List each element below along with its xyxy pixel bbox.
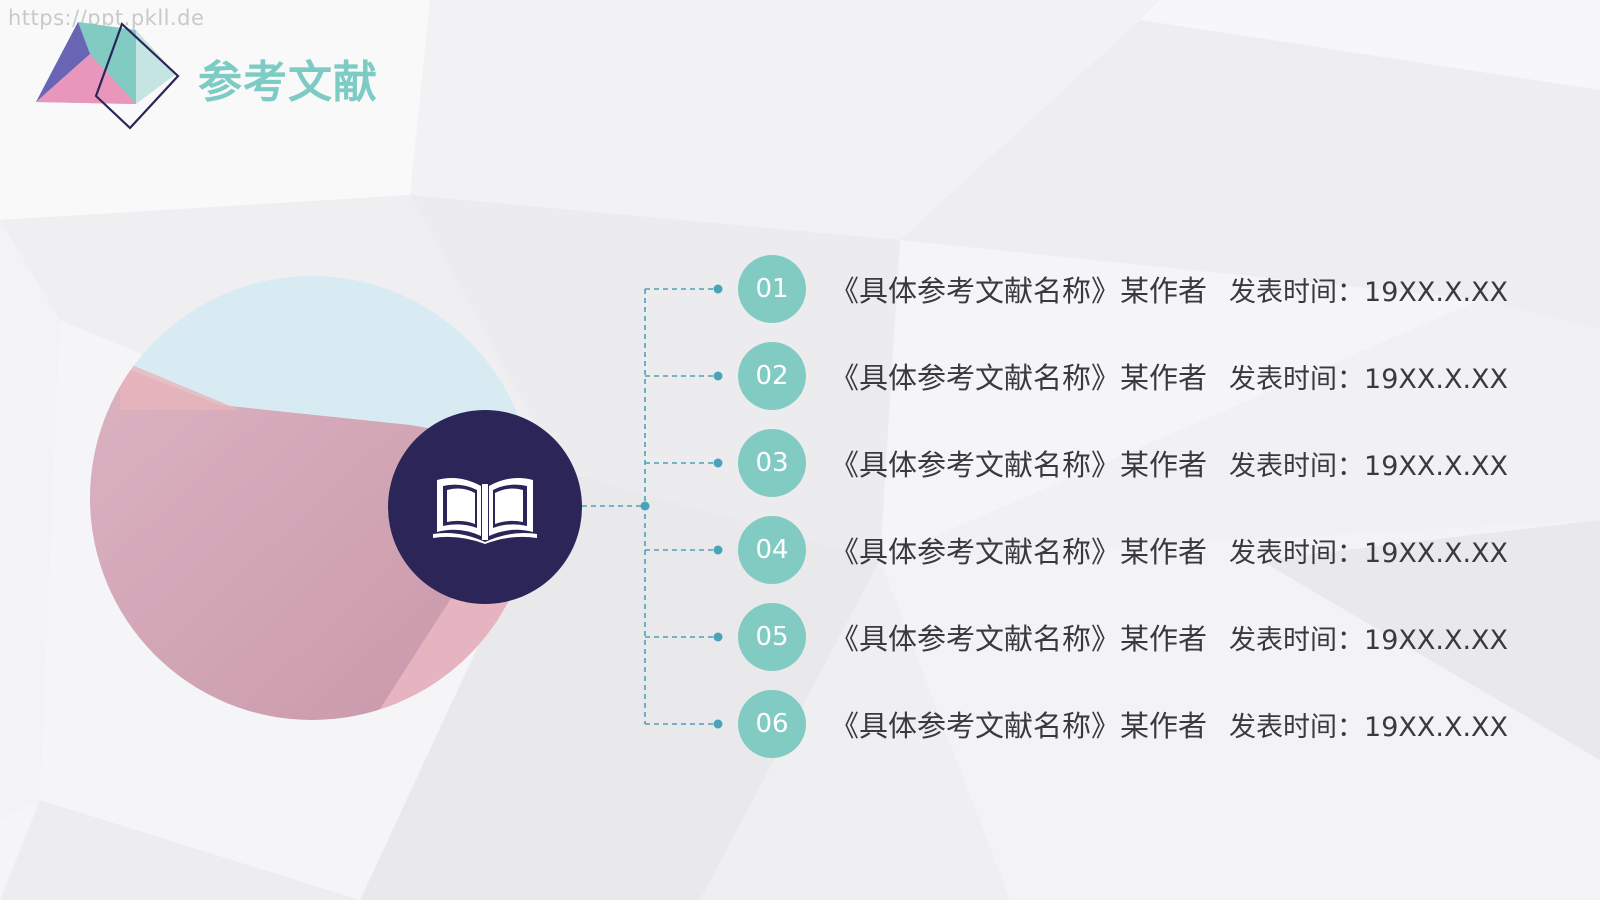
reference-item-5: 05 《具体参考文献名称》某作者 发表时间：19XX.X.XX	[738, 603, 1508, 671]
cube-logo-icon	[36, 22, 180, 130]
reference-number-badge: 04	[738, 516, 806, 584]
reference-item-1: 01 《具体参考文献名称》某作者 发表时间：19XX.X.XX	[738, 255, 1508, 323]
reference-item-2: 02 《具体参考文献名称》某作者 发表时间：19XX.X.XX	[738, 342, 1508, 410]
reference-number-badge: 05	[738, 603, 806, 671]
reference-date: 发表时间：19XX.X.XX	[1229, 276, 1509, 308]
book-circle	[388, 410, 582, 604]
reference-title: 《具体参考文献名称》某作者	[830, 709, 1208, 743]
reference-date: 发表时间：19XX.X.XX	[1229, 363, 1509, 395]
reference-item-3: 03 《具体参考文献名称》某作者 发表时间：19XX.X.XX	[738, 429, 1508, 497]
reference-number-badge: 03	[738, 429, 806, 497]
reference-title: 《具体参考文献名称》某作者	[830, 274, 1208, 308]
reference-title: 《具体参考文献名称》某作者	[830, 535, 1208, 569]
reference-item-6: 06 《具体参考文献名称》某作者 发表时间：19XX.X.XX	[738, 690, 1508, 758]
reference-date: 发表时间：19XX.X.XX	[1229, 450, 1509, 482]
reference-date: 发表时间：19XX.X.XX	[1229, 537, 1509, 569]
reference-title: 《具体参考文献名称》某作者	[830, 448, 1208, 482]
reference-date: 发表时间：19XX.X.XX	[1229, 711, 1509, 743]
reference-item-4: 04 《具体参考文献名称》某作者 发表时间：19XX.X.XX	[738, 516, 1508, 584]
hero-illustration	[90, 276, 534, 720]
reference-date: 发表时间：19XX.X.XX	[1229, 624, 1509, 656]
open-book-icon	[433, 478, 537, 544]
reference-number-badge: 06	[738, 690, 806, 758]
reference-number-badge: 02	[738, 342, 806, 410]
page-title: 参考文献	[198, 57, 378, 108]
reference-title: 《具体参考文献名称》某作者	[830, 622, 1208, 656]
reference-number-badge: 01	[738, 255, 806, 323]
reference-title: 《具体参考文献名称》某作者	[830, 361, 1208, 395]
